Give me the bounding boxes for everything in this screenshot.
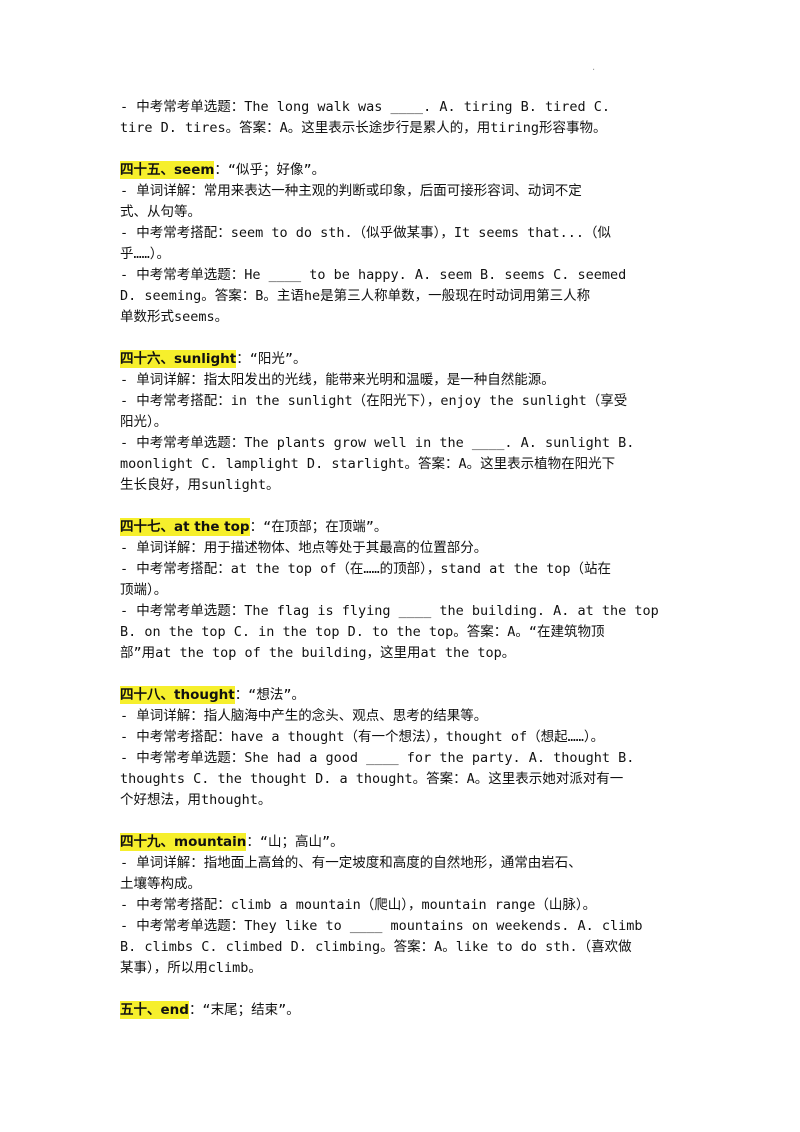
entry-line: - 中考常考单选题：The flag is flying ____ the bu… (120, 603, 659, 619)
entry-heading: 四十八、thought：“想法”。 (120, 685, 688, 706)
entry-heading: 四十六、sunlight：“阳光”。 (120, 349, 688, 370)
entry-heading: 四十七、at the top：“在顶部；在顶端”。 (120, 517, 688, 538)
entry-line: - 中考常考搭配：in the sunlight（在阳光下），enjoy the… (120, 393, 628, 409)
entry-line: B. climbs C. climbed D. climbing。答案：A。li… (120, 939, 632, 955)
entry-word: at the top (174, 519, 250, 535)
entry-line: D. seeming。答案：B。主语he是第三人称单数，一般现在时动词用第三人称 (120, 288, 591, 304)
vocab-entry: 四十七、at the top：“在顶部；在顶端”。 - 单词详解：用于描述物体、地… (120, 517, 688, 664)
entry-line: - 单词详解：指人脑海中产生的念头、观点、思考的结果等。 (120, 708, 488, 724)
entry-highlight: 四十六、sunlight (120, 350, 237, 368)
document-body: - 中考常考单选题：The long walk was ____. A. tir… (120, 97, 688, 1021)
entry-line: 生长良好，用sunlight。 (120, 477, 280, 493)
vocab-entry: 四十五、seem：“似乎；好像”。 - 单词详解：常用来表达一种主观的判断或印象，… (120, 160, 688, 328)
entry-word: sunlight (174, 351, 237, 367)
entry-line: 式、从句等。 (120, 204, 201, 220)
entry-line: - 中考常考搭配：have a thought（有一个想法），thought o… (120, 729, 605, 745)
page-marker: . (592, 62, 596, 73)
entry-line: 乎……）。 (120, 246, 171, 262)
entry-heading: 四十五、seem：“似乎；好像”。 (120, 160, 688, 181)
intro-line: tire D. tires。答案：A。这里表示长途步行是累人的，用tiring形… (120, 120, 607, 136)
entry-line: 阳光）。 (120, 414, 168, 430)
entry-line: - 中考常考搭配：climb a mountain（爬山），mountain r… (120, 897, 597, 913)
entry-line: - 中考常考单选题：She had a good ____ for the pa… (120, 750, 635, 766)
entry-line: 某事），所以用climb。 (120, 960, 262, 976)
entry-number: 四十八、 (120, 687, 174, 703)
vocab-entry: 五十、end：“末尾；结束”。 (120, 1000, 688, 1021)
entry-line: 部”用at the top of the building，这里用at the … (120, 645, 516, 661)
entry-highlight: 四十九、mountain (120, 833, 247, 851)
entry-line: - 中考常考单选题：They like to ____ mountains on… (120, 918, 643, 934)
entry-line: - 单词详解：指太阳发出的光线，能带来光明和温暖，是一种自然能源。 (120, 372, 555, 388)
entry-line: - 中考常考搭配：seem to do sth.（似乎做某事），It seems… (120, 225, 611, 241)
entry-meaning: ：“在顶部；在顶端”。 (249, 519, 388, 535)
entry-line: 土壤等构成。 (120, 876, 201, 892)
entry-highlight: 四十五、seem (120, 161, 215, 179)
vocab-entry: 四十九、mountain：“山；高山”。 - 单词详解：指地面上高耸的、有一定坡度… (120, 832, 688, 979)
entry-meaning: ：“山；高山”。 (246, 834, 344, 850)
entry-word: thought (174, 687, 235, 703)
entry-line: moonlight C. lamplight D. starlight。答案：A… (120, 456, 616, 472)
entry-line: - 中考常考搭配：at the top of（在……的顶部），stand at … (120, 561, 611, 577)
entry-line: 单数形式seems。 (120, 309, 229, 325)
entry-line: - 单词详解：常用来表达一种主观的判断或印象，后面可接形容词、动词不定 (120, 183, 582, 199)
entry-meaning: ：“末尾；结束”。 (188, 1002, 300, 1018)
entry-line: thoughts C. the thought D. a thought。答案：… (120, 771, 624, 787)
vocab-entry: 四十八、thought：“想法”。 - 单词详解：指人脑海中产生的念头、观点、思考… (120, 685, 688, 811)
entry-line: - 中考常考单选题：The plants grow well in the __… (120, 435, 635, 451)
entry-number: 四十九、 (120, 834, 174, 850)
vocab-entry: 四十六、sunlight：“阳光”。 - 单词详解：指太阳发出的光线，能带来光明和… (120, 349, 688, 496)
entry-word: seem (174, 162, 215, 178)
entry-meaning: ：“似乎；好像”。 (214, 162, 326, 178)
entry-word: end (160, 1002, 189, 1018)
entry-line: 顶端）。 (120, 582, 168, 598)
entry-highlight: 四十八、thought (120, 686, 235, 704)
entry-number: 四十六、 (120, 351, 174, 367)
entry-line: B. on the top C. in the top D. to the to… (120, 624, 605, 640)
entry-heading: 五十、end：“末尾；结束”。 (120, 1000, 688, 1021)
entry-highlight: 五十、end (120, 1001, 189, 1019)
entry-line: - 单词详解：用于描述物体、地点等处于其最高的位置部分。 (120, 540, 488, 556)
entry-meaning: ：“阳光”。 (236, 351, 307, 367)
entry-word: mountain (174, 834, 247, 850)
entry-line: - 单词详解：指地面上高耸的、有一定坡度和高度的自然地形，通常由岩石、 (120, 855, 582, 871)
intro-block: - 中考常考单选题：The long walk was ____. A. tir… (120, 97, 688, 139)
entry-heading: 四十九、mountain：“山；高山”。 (120, 832, 688, 853)
entry-line: - 中考常考单选题：He ____ to be happy. A. seem B… (120, 267, 627, 283)
intro-line: - 中考常考单选题：The long walk was ____. A. tir… (120, 99, 611, 115)
entry-meaning: ：“想法”。 (234, 687, 305, 703)
entry-number: 四十五、 (120, 162, 174, 178)
entry-line: 个好想法，用thought。 (120, 792, 272, 808)
entry-number: 五十、 (120, 1002, 161, 1018)
entry-highlight: 四十七、at the top (120, 518, 250, 536)
entry-number: 四十七、 (120, 519, 174, 535)
vocab-entries: 四十五、seem：“似乎；好像”。 - 单词详解：常用来表达一种主观的判断或印象，… (120, 160, 688, 1021)
